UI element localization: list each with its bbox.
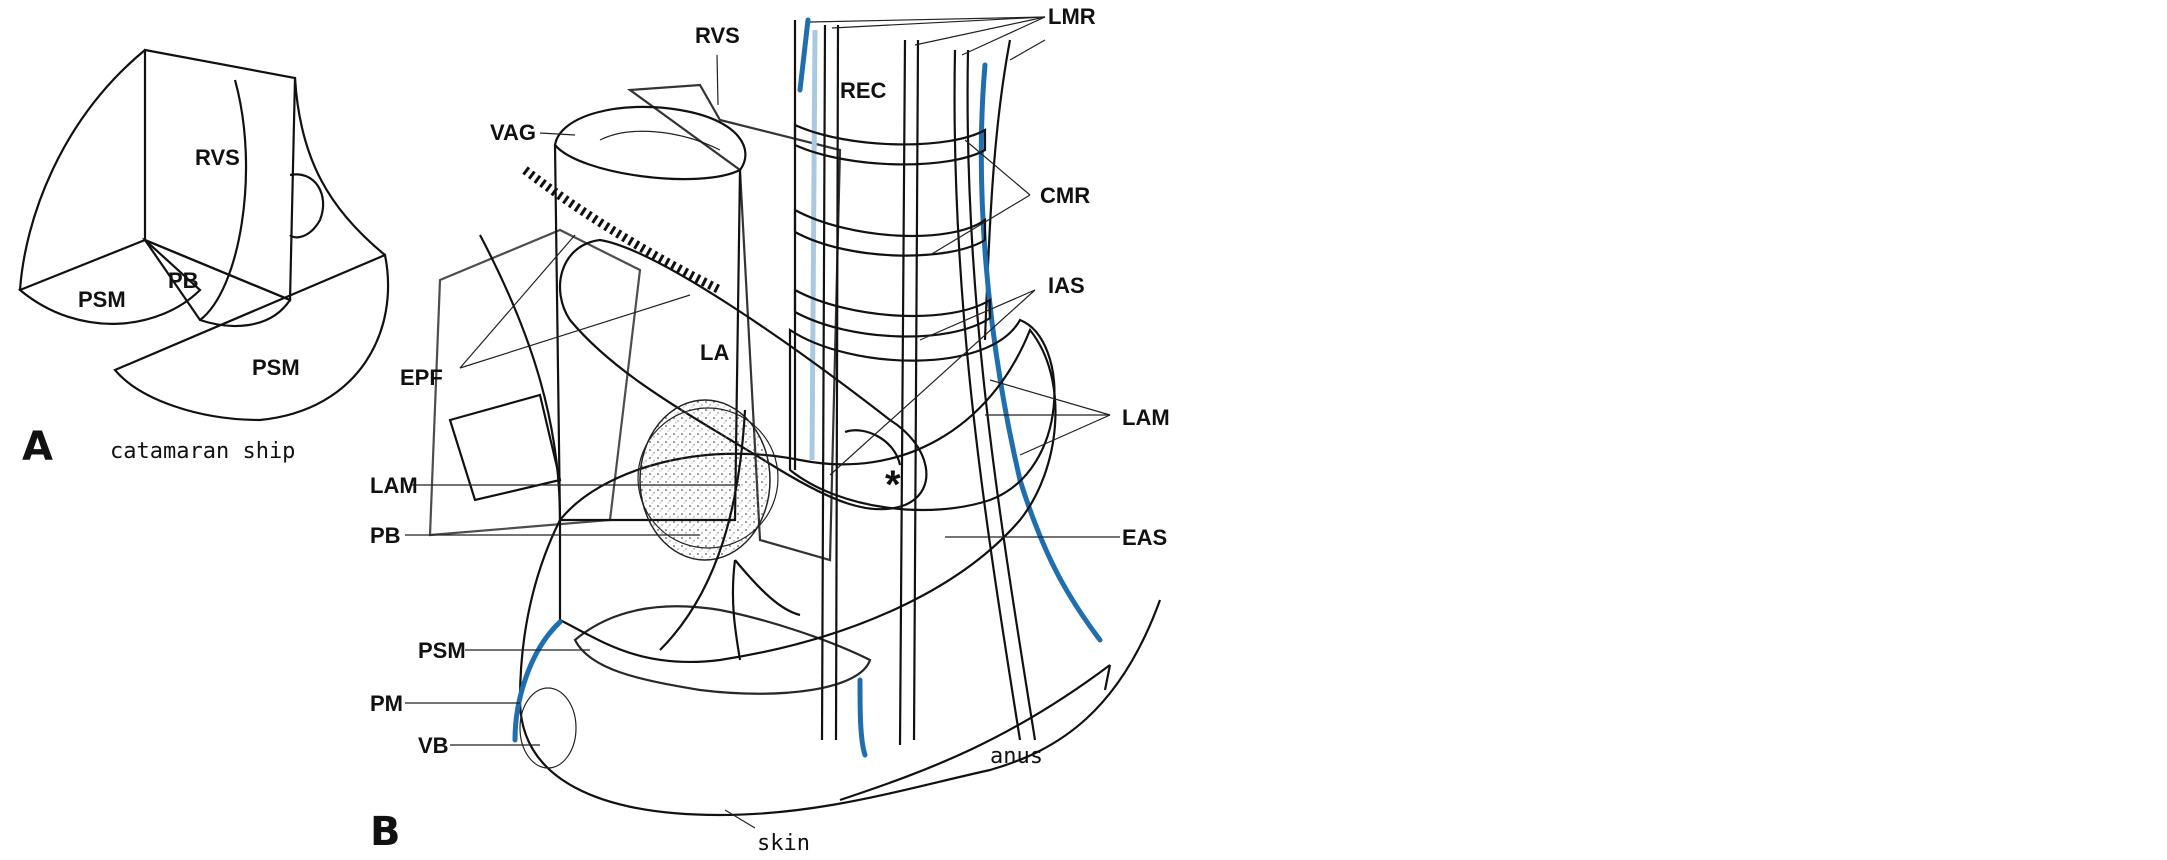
perineal-body-b: [639, 399, 771, 561]
cmr-bands: [793, 123, 992, 338]
panel-b-letter: B: [370, 809, 401, 855]
leader-lines: [405, 16, 1120, 829]
epf-band: [522, 166, 723, 295]
lmr-bands: [820, 24, 1037, 746]
label-b-lam-right: LAM: [1122, 405, 1170, 430]
left-sail-line: [18, 49, 146, 291]
label-b-pm: PM: [370, 691, 403, 716]
label-b-rec: REC: [840, 78, 887, 103]
label-b-anus: anus: [990, 744, 1043, 769]
label-b-vb: VB: [418, 733, 449, 758]
vestibular-bulb: [519, 687, 577, 769]
vagina-tube: [553, 105, 747, 522]
label-b-lam-left: LAM: [370, 473, 418, 498]
label-a-pb: PB: [168, 268, 199, 293]
pm-blue: [512, 619, 563, 743]
lmr-blue-right: [978, 62, 1103, 643]
label-b-epf: EPF: [400, 365, 443, 390]
label-b-pb: PB: [370, 523, 401, 548]
vag-fold: [599, 130, 721, 151]
label-b-skin: skin: [757, 831, 810, 855]
sail-crease: [199, 79, 248, 321]
panel-a-caption: catamaran ship: [110, 439, 295, 464]
rec-light-vessel: [809, 29, 818, 461]
label-b-vag: VAG: [490, 120, 536, 145]
lmr-blue-left: [797, 17, 811, 93]
label-a-psm-left: PSM: [78, 287, 126, 312]
asterisk-mark: *: [885, 463, 901, 507]
psm-b: [573, 605, 872, 695]
label-b-ias: IAS: [1048, 273, 1085, 298]
psm-hull-right: [113, 253, 390, 422]
pb-ring: [637, 407, 779, 549]
blue-lower: [857, 677, 868, 758]
pb-a: [141, 237, 292, 328]
label-a-psm-right: PSM: [252, 355, 300, 380]
nerve-branches: [659, 409, 801, 661]
label-b-psm: PSM: [418, 638, 466, 663]
la-tip-edge: [844, 429, 902, 466]
panel-a: RVS PB PSM PSM A catamaran ship: [17, 48, 390, 470]
panel-a-letter: A: [22, 424, 53, 470]
label-a-rvs: RVS: [195, 145, 240, 170]
pb-bulge: [289, 173, 325, 239]
panel-b: *: [370, 4, 1170, 856]
anal-fold-tick: [1103, 664, 1112, 691]
label-b-la: LA: [700, 340, 729, 365]
vaginal-wall-plane: [428, 228, 642, 537]
label-b-lmr: LMR: [1048, 4, 1096, 29]
right-sail-line: [293, 77, 386, 256]
levator-ani: [558, 238, 928, 511]
vag-opening: [554, 144, 741, 181]
label-b-cmr: CMR: [1040, 183, 1090, 208]
label-b-rvs: RVS: [695, 23, 740, 48]
label-b-eas: EAS: [1122, 525, 1167, 550]
anal-fold: [839, 664, 1111, 802]
psm-hull-left: [17, 238, 202, 325]
rvs-sheet-b: [626, 83, 842, 562]
fascia-flap: [448, 393, 562, 502]
rvs-sheet-a: [143, 48, 297, 302]
